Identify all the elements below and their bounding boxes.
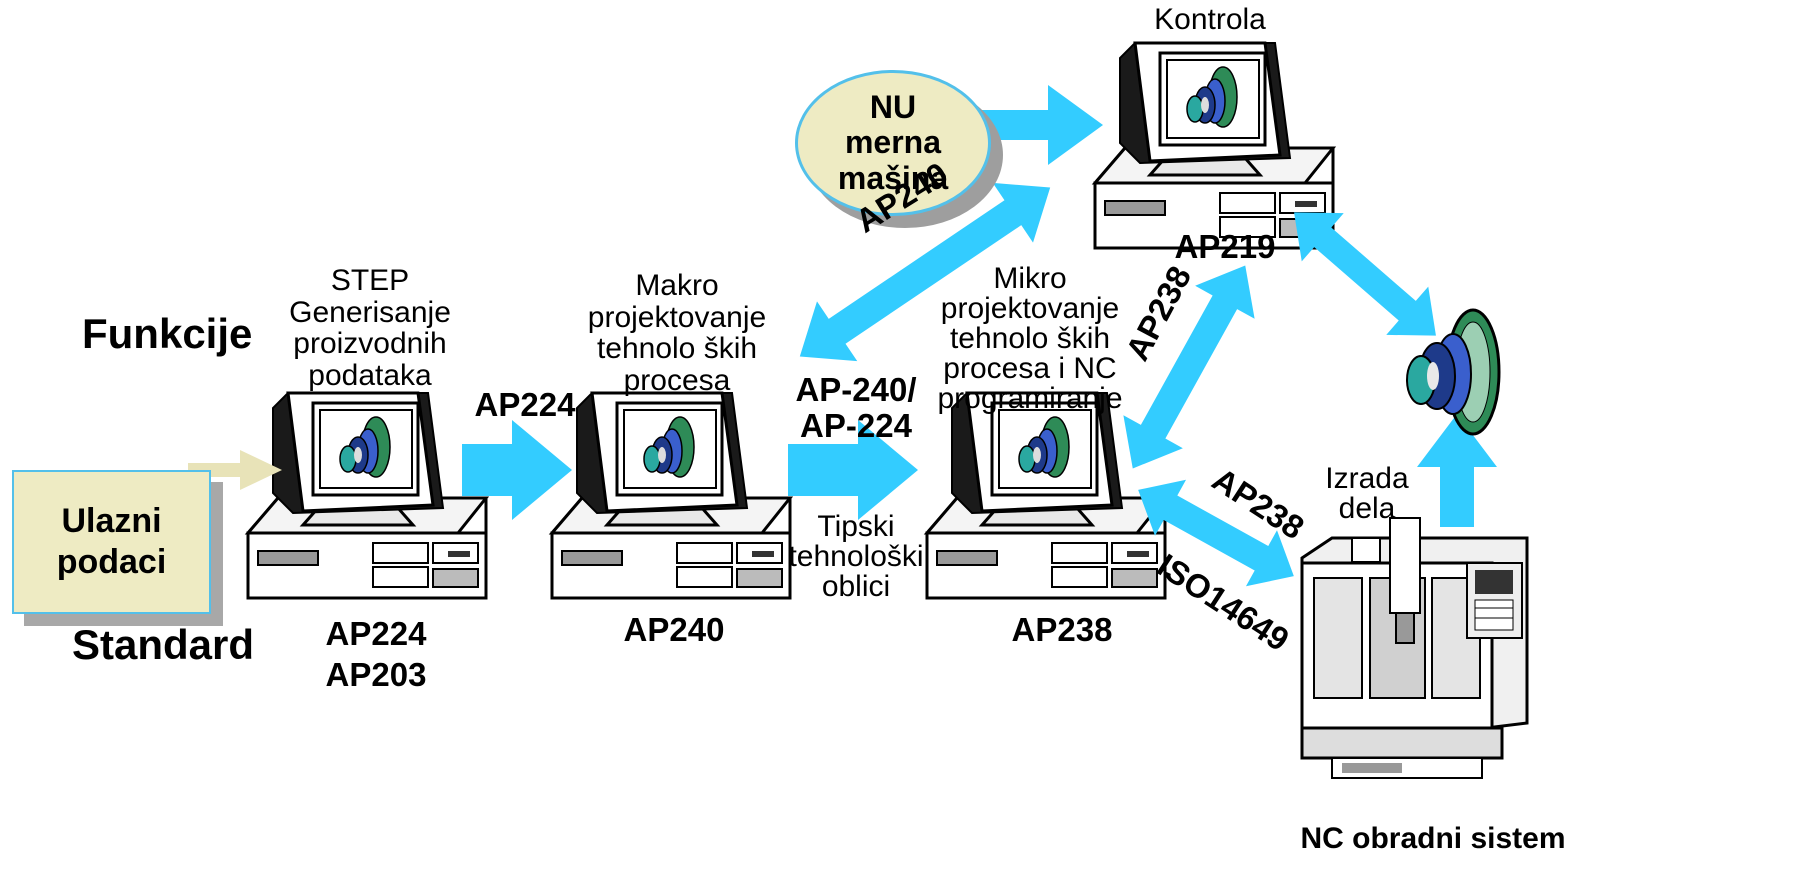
station-1-standard: AP224 AP203	[325, 615, 427, 694]
arrow-part-icon	[1294, 212, 1436, 336]
flow-label-ap240-224: AP-240/ AP-224	[795, 371, 917, 445]
nc-machine-icon	[1300, 517, 1529, 779]
nc-system-label: NC obradni sistem	[1300, 822, 1566, 855]
measuring-machine-ellipse: NU merna mašina	[795, 70, 991, 216]
computer-2-icon	[550, 391, 792, 600]
control-label: Kontrola	[1154, 3, 1266, 36]
finished-part-icon	[1406, 308, 1501, 436]
row-label-functions: Funkcije	[82, 310, 253, 357]
flow-label-tipski: Tipski tehnološki oblici	[788, 510, 924, 603]
control-standard: AP219	[1174, 228, 1276, 265]
input-arrow-icon	[188, 450, 282, 490]
station-2-standard: AP240	[623, 611, 725, 648]
station-3-standard: AP238	[1011, 611, 1113, 648]
row-label-standard: Standard	[72, 621, 255, 668]
arrow-nc-icon	[1138, 479, 1294, 587]
machining-label: Izrada dela	[1325, 462, 1409, 525]
station-3-function: Mikro projektovanje tehnolo ških procesa…	[937, 262, 1123, 415]
station-2-function: Makro projektovanje tehnolo ških procesa	[587, 269, 767, 397]
flow-label-ap224: AP224	[474, 386, 576, 423]
station-1-function: STEP Generisanje proizvodnih podataka	[289, 264, 451, 392]
arrow-up-part-icon	[1417, 414, 1497, 527]
input-box-line2: podaci	[56, 543, 167, 581]
input-data-box: Ulazni podaci	[12, 470, 211, 614]
arrow-ap238-up-icon	[1123, 265, 1255, 469]
arrow-ap240-224-icon	[788, 420, 918, 520]
arrow-ap224-icon	[462, 420, 572, 520]
arrow-ap240-diag-icon	[799, 182, 1051, 362]
input-box-line1: Ulazni	[61, 502, 162, 541]
computer-1-icon	[246, 391, 488, 600]
